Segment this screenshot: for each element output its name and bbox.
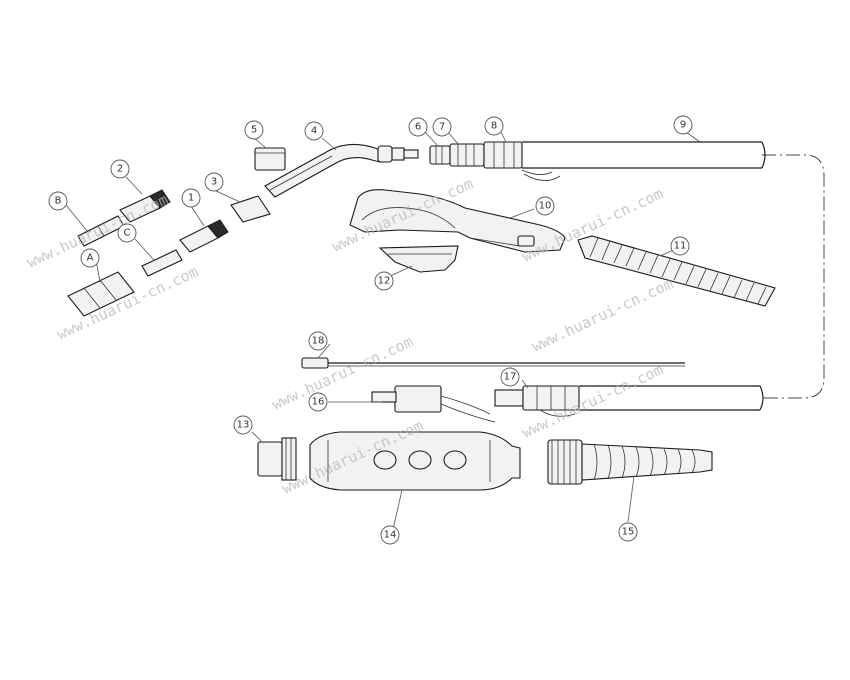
part-6-connector (429, 145, 451, 165)
part-11-spring-guard (577, 235, 776, 307)
svg-text:17: 17 (504, 372, 517, 383)
callout-10: 10 (535, 196, 555, 216)
svg-text:11: 11 (674, 241, 687, 252)
part-16-trigger-switch (371, 385, 496, 423)
callout-1: 1 (181, 188, 201, 208)
part-5-sleeve (254, 147, 286, 171)
callout-17: 17 (500, 367, 520, 387)
callout-A: A (80, 248, 100, 268)
part-A-nozzle (67, 271, 135, 317)
part-12-trigger (378, 245, 459, 273)
svg-text:12: 12 (378, 276, 391, 287)
svg-text:13: 13 (237, 420, 250, 431)
svg-text:9: 9 (680, 120, 686, 131)
part-13-locking-nut (257, 437, 297, 481)
svg-text:16: 16 (312, 397, 325, 408)
callout-4: 4 (304, 121, 324, 141)
part-18-liner (301, 357, 685, 369)
svg-text:14: 14 (384, 530, 397, 541)
callout-5: 5 (244, 120, 264, 140)
svg-text:1: 1 (188, 193, 194, 204)
callout-13: 13 (233, 415, 253, 435)
watermark-text: www.huarui-cn.com (529, 274, 676, 355)
callout-12: 12 (374, 271, 394, 291)
callout-18: 18 (308, 331, 328, 351)
callout-2: 2 (110, 159, 130, 179)
svg-text:18: 18 (312, 336, 325, 347)
svg-text:6: 6 (415, 122, 421, 133)
callout-3: 3 (204, 172, 224, 192)
callout-14: 14 (380, 525, 400, 545)
svg-text:8: 8 (491, 121, 497, 132)
cable-path-loop (760, 154, 825, 399)
svg-text:3: 3 (211, 177, 217, 188)
callout-6: 6 (408, 117, 428, 137)
callout-B: B (48, 191, 68, 211)
svg-text:7: 7 (439, 122, 445, 133)
svg-text:C: C (124, 228, 131, 239)
svg-text:15: 15 (622, 527, 635, 538)
callout-8: 8 (484, 116, 504, 136)
callout-16: 16 (308, 392, 328, 412)
svg-text:10: 10 (539, 201, 552, 212)
part-15-cable-support (547, 439, 713, 485)
part-7-connector-nut (449, 143, 485, 167)
part-2-tip-holder (119, 189, 171, 223)
part-17-cable-connector (494, 385, 580, 417)
callout-C: C (117, 223, 137, 243)
callout-9: 9 (673, 115, 693, 135)
svg-text:2: 2 (117, 164, 123, 175)
part-8-cable-adapter (483, 141, 561, 181)
part-9-cable-upper (522, 141, 766, 169)
svg-text:A: A (87, 253, 94, 264)
part-10-handle-half (349, 189, 566, 253)
part-3-insulator (230, 195, 271, 223)
svg-text:5: 5 (251, 125, 257, 136)
part-C-contact-tip (141, 249, 183, 277)
callout-7: 7 (432, 117, 452, 137)
part-4-swan-neck (264, 143, 419, 198)
part-1-tip-holder (179, 219, 229, 253)
callout-11: 11 (670, 236, 690, 256)
part-14-handle (309, 431, 521, 491)
callout-15: 15 (618, 522, 638, 542)
svg-text:4: 4 (311, 126, 317, 137)
part-9-cable-lower (579, 385, 764, 411)
svg-text:B: B (55, 196, 62, 207)
